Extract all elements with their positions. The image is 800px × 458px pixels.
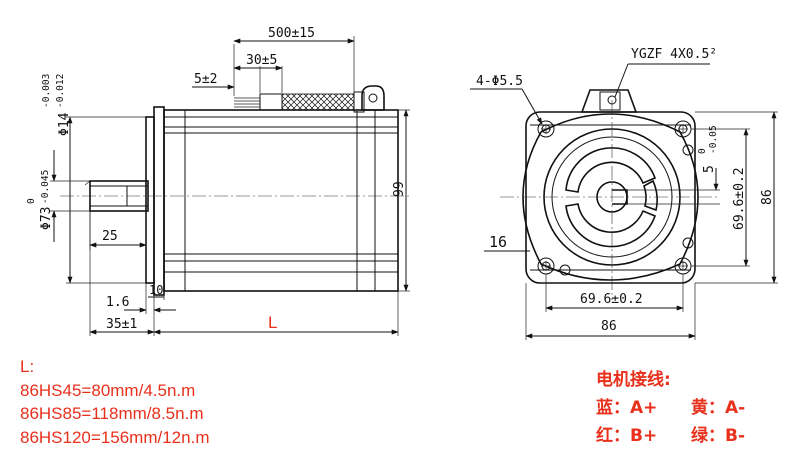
- flat-length-label: 25: [102, 229, 118, 244]
- pilot-depth-label: 1.6: [106, 295, 129, 310]
- flange-v-dim: 86: [695, 111, 778, 284]
- flat-tol-upper: 0: [697, 148, 708, 154]
- flange-h-label: 86: [601, 319, 617, 334]
- flat-length-dim: 25: [89, 211, 147, 250]
- flat-depth-dim: 5 0 -0.05: [627, 125, 720, 205]
- boss-dim: Φ14 -0.003 -0.012: [41, 74, 146, 284]
- length-legend-row: 86HS85=118mm/8.5n.m: [20, 404, 204, 423]
- pilot-dim: Φ73 0 -0.045: [26, 150, 90, 242]
- length-legend-row: 86HS45=80mm/4.5n.m: [20, 380, 196, 400]
- hole-spacing-v-label: 69.6±0.2: [732, 167, 747, 230]
- strip-length-label: 30±5: [246, 53, 277, 68]
- wire-blue: 蓝：A+: [596, 398, 658, 418]
- wiring-title: 电机接线:: [596, 370, 671, 390]
- mount-holes-label: 4-Φ5.5: [476, 74, 523, 89]
- hole-spacing-h-dim: 69.6±0.2: [545, 274, 684, 312]
- wiring-row-a: 蓝：A+ 黄：A-: [596, 394, 745, 422]
- wiring-row-b: 红：B+ 绿：B-: [596, 422, 745, 450]
- length-legend: L: 86HS45=80mm/4.5n.m 86HS85=118mm/8.5n.…: [20, 355, 209, 449]
- length-legend-title: L:: [20, 357, 35, 376]
- strip-tip-label: 5±2: [194, 72, 217, 87]
- hole-spacing-v-dim: 69.6±0.2: [691, 128, 750, 267]
- hole-spacing-h-label: 69.6±0.2: [580, 292, 643, 307]
- pilot-tol-lower: -0.045: [40, 170, 51, 204]
- flange-v-label: 86: [760, 189, 775, 205]
- flat-tol-lower: -0.05: [708, 125, 719, 154]
- body-height-label: 99: [392, 181, 407, 197]
- flange-square: [525, 111, 696, 284]
- flat-depth-label: 5: [702, 165, 717, 173]
- lead-length-label: 500±15: [268, 26, 315, 41]
- boss-tol-upper: -0.003: [41, 74, 52, 108]
- flange-thickness-label: 10: [149, 283, 163, 297]
- flange-h-dim: 86: [525, 283, 696, 340]
- connector-label: YGZF 4X0.5²: [631, 47, 717, 62]
- boss-dia-label: Φ14: [57, 112, 72, 136]
- wire-red: 红：B+: [596, 426, 658, 446]
- wiring-legend: 电机接线: 蓝：A+ 黄：A- 红：B+ 绿：B-: [596, 366, 745, 450]
- flange-dims: 1.6 10: [106, 283, 176, 314]
- side-16: 16: [484, 233, 530, 252]
- motor-body: [60, 109, 410, 292]
- length-legend-row: 86HS120=156mm/12n.m: [20, 427, 210, 447]
- shaft-length-label: 35±1: [106, 317, 137, 332]
- pilot-dia-label: Φ73: [39, 207, 54, 230]
- pilot-tol-upper: 0: [26, 198, 37, 204]
- front-view: YGZF 4X0.5²: [470, 47, 778, 340]
- wire-yellow: 黄：A-: [691, 398, 746, 418]
- holes-leader: 4-Φ5.5: [470, 74, 543, 125]
- mount-holes: [537, 120, 694, 276]
- side-16-label: 16: [489, 233, 507, 251]
- rotor-face: [500, 100, 720, 300]
- lead-dims: 500±15 30±5 5±2: [192, 26, 355, 96]
- body-height-dim: 99: [384, 109, 410, 292]
- side-view: 500±15 30±5 5±2 Φ14 -0.003 -0.012 Φ73 0 …: [26, 26, 410, 336]
- boss-tol-lower: -0.012: [55, 74, 66, 108]
- lead-wires: [234, 85, 385, 113]
- length-dims: 35±1 L: [89, 211, 399, 336]
- connector: YGZF 4X0.5²: [580, 47, 717, 113]
- wire-green: 绿：B-: [691, 426, 746, 446]
- body-length-label: L: [268, 313, 277, 332]
